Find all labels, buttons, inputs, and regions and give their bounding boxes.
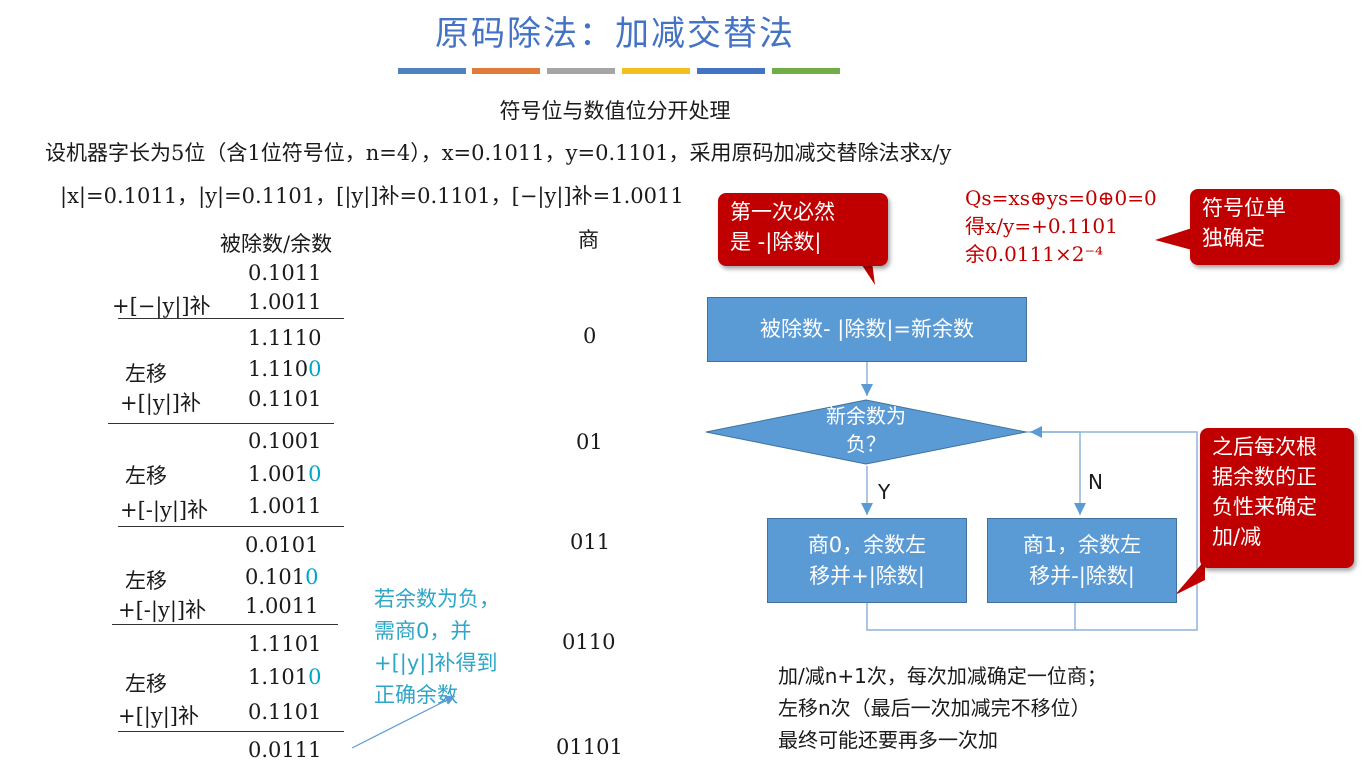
op-label: +[|y|]补 [120,391,201,415]
summary-line: 左移n次（最后一次加减完不移位） [778,696,1091,720]
accent-bar [622,68,690,74]
summary-line: 最终可能还要再多一次加 [778,728,998,752]
negative-remainder-note: 若余数为负， 需商0，并 +[|y|]补得到 正确余数 [374,583,500,711]
value-addend: 0.1101 [248,700,322,724]
flow-branch-quotient-1: 商1，余数左移并-|除数| [987,518,1177,603]
quotient-value: 0 [583,324,597,348]
shift-label: 左移 [125,672,167,696]
shifted-digits: 1.110 [248,357,309,381]
callout-line: 之后每次根 [1212,435,1317,459]
value-shifted: 1.1100 [248,357,322,381]
value-addend: 1.0011 [245,594,319,618]
flow-branch-quotient-0: 商0，余数左移并+|除数| [767,518,967,603]
sign-result: Qs=xs⊕ys=0⊕0=0 得x/y=+0.1101 余0.0111×2⁻⁴ [965,184,1157,268]
callout-pointer [1175,560,1205,595]
decision-label: 新余数为 负？ [806,402,926,458]
sum-rule [112,624,338,625]
remainder-result: 余0.0111×2⁻⁴ [965,242,1104,266]
shifted-in-bit: 0 [305,565,319,589]
sum-rule [118,731,344,732]
callout-line: 独确定 [1202,226,1265,250]
decision-line: 负？ [846,432,886,456]
callout-line: 是 -|除数| [730,230,822,254]
shifted-in-bit: 0 [308,462,322,486]
shift-label: 左移 [125,464,167,488]
accent-bar [697,68,765,74]
op-label: +[-|y|]补 [120,498,209,522]
callout-after-each: 之后每次根 据余数的正 负性来确定 加/减 [1200,428,1354,568]
value-remainder: 0.1001 [248,429,322,453]
callout-pointer [1155,228,1192,250]
value-remainder: 1.1110 [248,326,322,350]
value-remainder: 1.1101 [248,632,322,656]
note-line: 正确余数 [374,683,458,707]
summary-line: 加/减n+1次，每次加减确定一位商； [778,664,1107,688]
value-addend: 0.1101 [248,387,322,411]
value-addend: 1.0011 [248,494,322,518]
sum-rule [118,526,344,527]
sum-rule [118,318,344,319]
value-remainder: 0.0101 [245,533,319,557]
shifted-in-bit: 0 [308,357,322,381]
header-quotient: 商 [578,228,599,252]
accent-bar [772,68,840,74]
flow-step-subtract: 被除数- |除数|=新余数 [707,297,1027,362]
branch-yes-label: Y [878,480,891,504]
box-line: 移并-|除数| [1029,563,1135,588]
shifted-digits: 0.101 [245,565,306,589]
quotient-final: 01101 [556,735,623,759]
callout-sign-bit: 符号位单 独确定 [1190,189,1340,265]
value-final-remainder: 0.0111 [248,738,322,762]
value-addend: 1.0011 [248,290,322,314]
quotient-result: 得x/y=+0.1101 [965,214,1118,238]
op-label: +[−|y|]补 [112,294,211,318]
op-label: +[-|y|]补 [118,598,207,622]
value-dividend: 0.1011 [248,261,322,285]
page-title: 原码除法：加减交替法 [435,14,795,54]
quotient-value: 01 [576,430,603,454]
note-line: 若余数为负， [374,587,500,611]
box-line: 移并+|除数| [809,563,925,588]
callout-line: 符号位单 [1202,196,1286,220]
operand-values: |x|=0.1011，|y|=0.1101，[|y|]补=0.1101，[−|y… [60,184,684,208]
shifted-digits: 1.101 [248,665,309,689]
quotient-value: 0110 [562,630,616,654]
accent-bar [547,68,615,74]
shift-label: 左移 [125,362,167,386]
value-shifted: 1.1010 [248,665,322,689]
note-line: 需商0，并 [374,619,472,643]
problem-statement: 设机器字长为5位（含1位符号位，n=4），x=0.1011，y=0.1101，采… [45,141,952,165]
shifted-digits: 1.001 [248,462,309,486]
op-label: +[|y|]补 [118,704,199,728]
decision-diamond [705,399,1027,465]
shift-label: 左移 [125,569,167,593]
sum-rule [108,423,334,424]
quotient-value: 011 [570,530,611,554]
sign-formula: Qs=xs⊕ys=0⊕0=0 [965,186,1157,210]
branch-no-label: N [1088,470,1103,494]
accent-bar [472,68,540,74]
accent-bar [398,68,466,74]
value-shifted: 1.0010 [248,462,322,486]
shifted-in-bit: 0 [308,665,322,689]
decision-line: 新余数为 [826,404,906,428]
callout-line: 加/减 [1212,525,1262,549]
callout-line: 第一次必然 [730,200,835,224]
note-line: +[|y|]补得到 [374,651,498,675]
value-shifted: 0.1010 [245,565,319,589]
box-line: 商1，余数左 [1022,532,1142,557]
callout-first-subtract: 第一次必然 是 -|除数| [718,193,888,266]
box-line: 商0，余数左 [807,532,927,557]
summary-text: 加/减n+1次，每次加减确定一位商； 左移n次（最后一次加减完不移位） 最终可能… [778,660,1107,756]
callout-line: 据余数的正 [1212,465,1317,489]
callout-line: 负性来确定 [1212,495,1317,519]
subtitle: 符号位与数值位分开处理 [499,99,731,123]
callout-pointer [860,262,875,285]
header-dividend: 被除数/余数 [220,232,333,256]
